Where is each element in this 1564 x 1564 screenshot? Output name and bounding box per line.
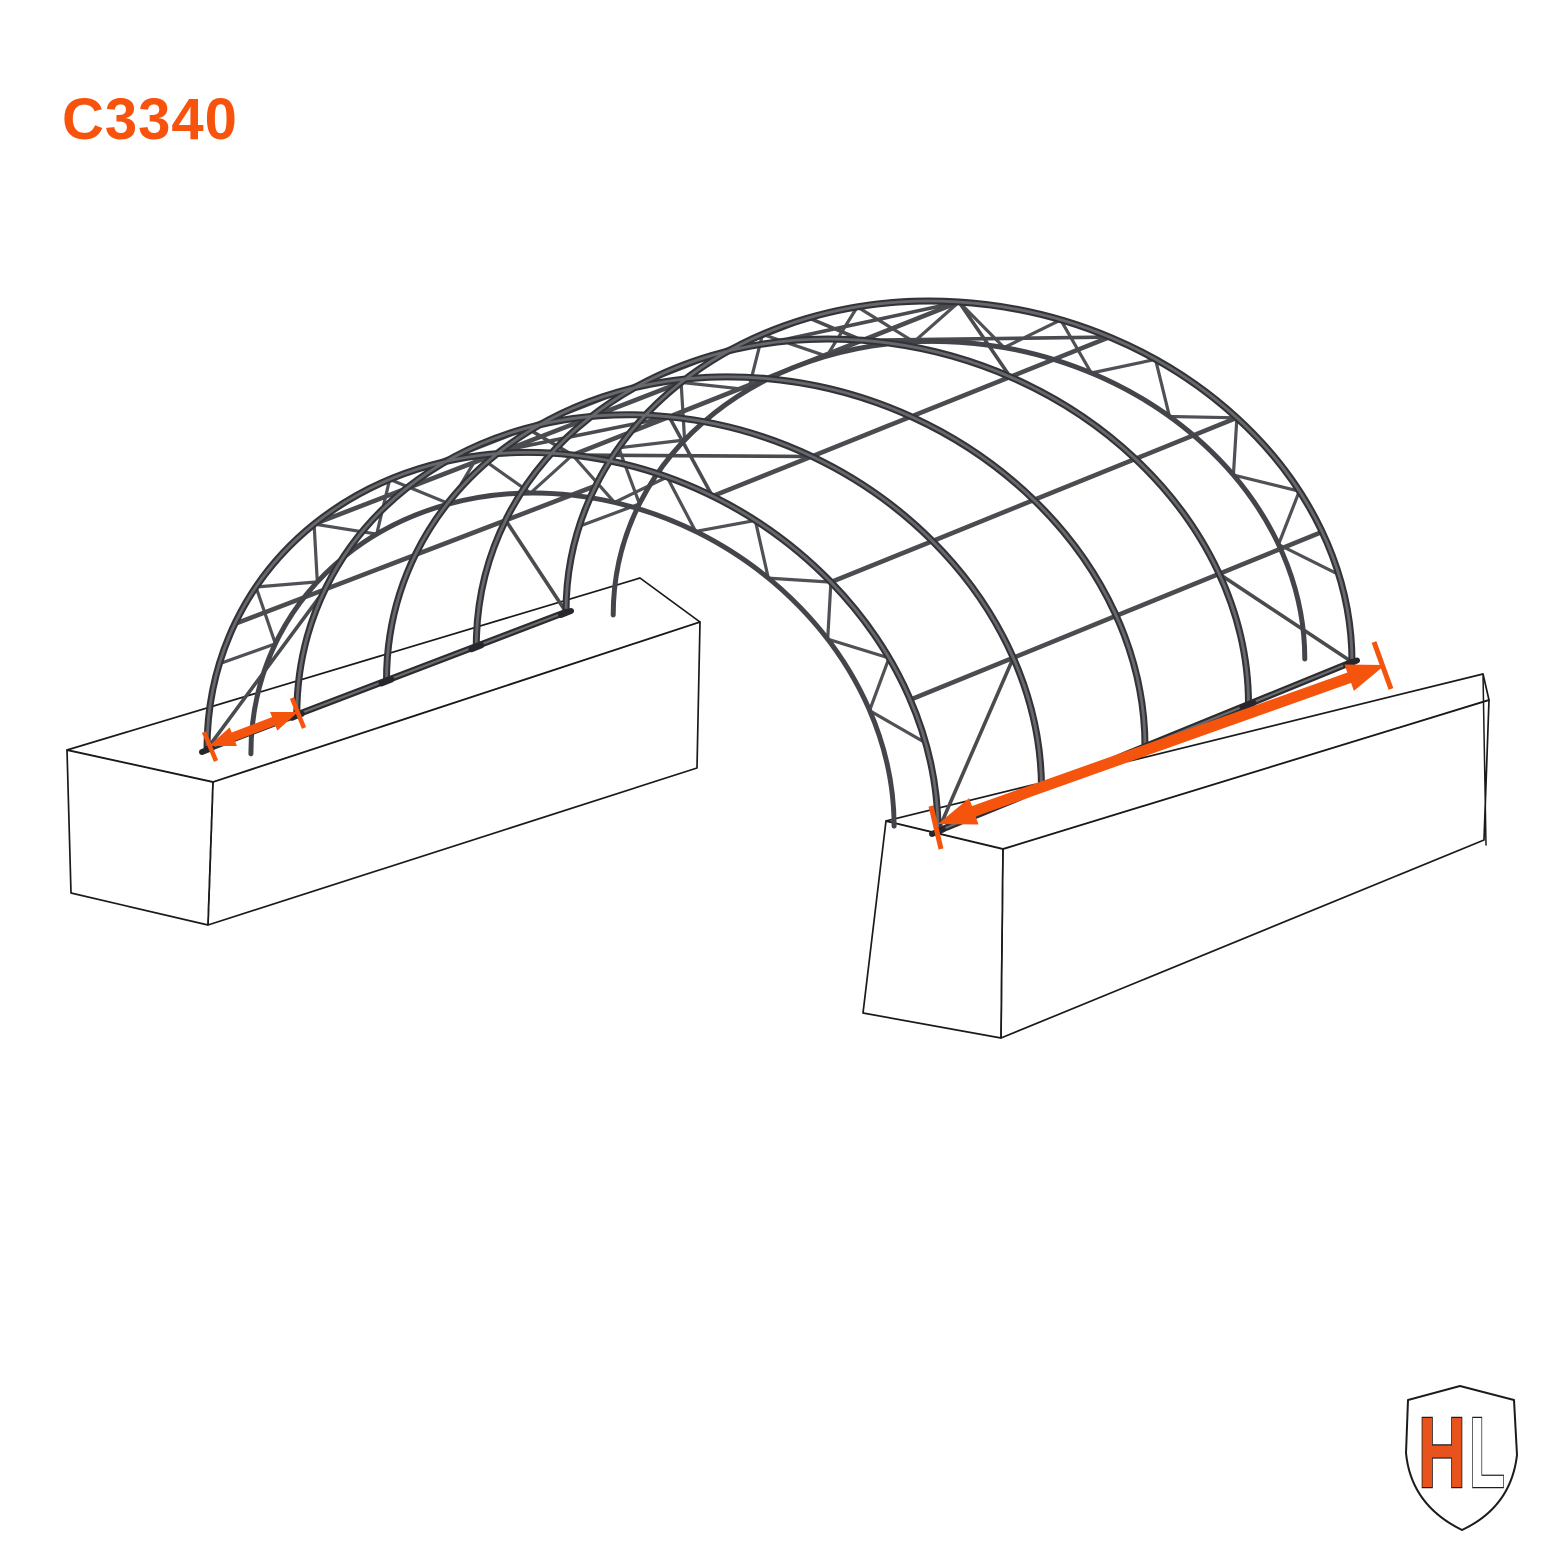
- arrowhead-left: [209, 727, 237, 746]
- dimension-tick-right: [1371, 641, 1394, 690]
- brace: [503, 518, 568, 614]
- brace: [936, 656, 1016, 833]
- right-container: [862, 673, 1490, 1039]
- brace: [957, 300, 1012, 379]
- right-container-end-face: [862, 820, 1004, 1039]
- rib-3-highlight: [385, 375, 1147, 748]
- dimension-tick-left: [201, 731, 219, 762]
- logo-letter-h: H: [1418, 1397, 1466, 1509]
- shelter-frame: [199, 297, 1360, 837]
- arrowhead-left: [938, 798, 979, 825]
- shelter-length-dimension-arrow: [928, 641, 1394, 850]
- right-container-far-edge: [1482, 673, 1487, 846]
- arrowhead-right: [270, 712, 298, 731]
- arrowhead-right: [1344, 664, 1385, 691]
- shield-outline-icon: [1405, 1385, 1518, 1531]
- arch-ribs: [203, 297, 1356, 835]
- brace: [1217, 572, 1354, 664]
- double-headed-arrow-icon: [964, 669, 1359, 820]
- right-container-front-face: [1000, 699, 1490, 1039]
- double-headed-arrow-icon: [224, 714, 283, 744]
- rib-baseplates: [199, 608, 1360, 837]
- brace: [570, 453, 814, 459]
- hl-logo: H L: [1405, 1385, 1518, 1531]
- page-title-model-code: C3340: [62, 87, 238, 152]
- left-container-end-face: [66, 749, 214, 926]
- dimension-tick-left: [928, 805, 944, 850]
- end-offset-dimension-arrow: [201, 697, 307, 762]
- rib-5-highlight: [564, 299, 1354, 664]
- left-container: [66, 577, 701, 926]
- logo-letter-l: L: [1469, 1397, 1505, 1509]
- base-rails: [203, 608, 1356, 835]
- rib-2-highlight: [295, 413, 1043, 791]
- front-truss-inner-chord: [248, 490, 897, 829]
- left-container-front-face: [207, 621, 701, 926]
- rib-1-highlight: [205, 451, 940, 833]
- rib-4-highlight: [474, 337, 1250, 706]
- dimension-tick-right: [289, 697, 307, 729]
- brace: [524, 426, 575, 457]
